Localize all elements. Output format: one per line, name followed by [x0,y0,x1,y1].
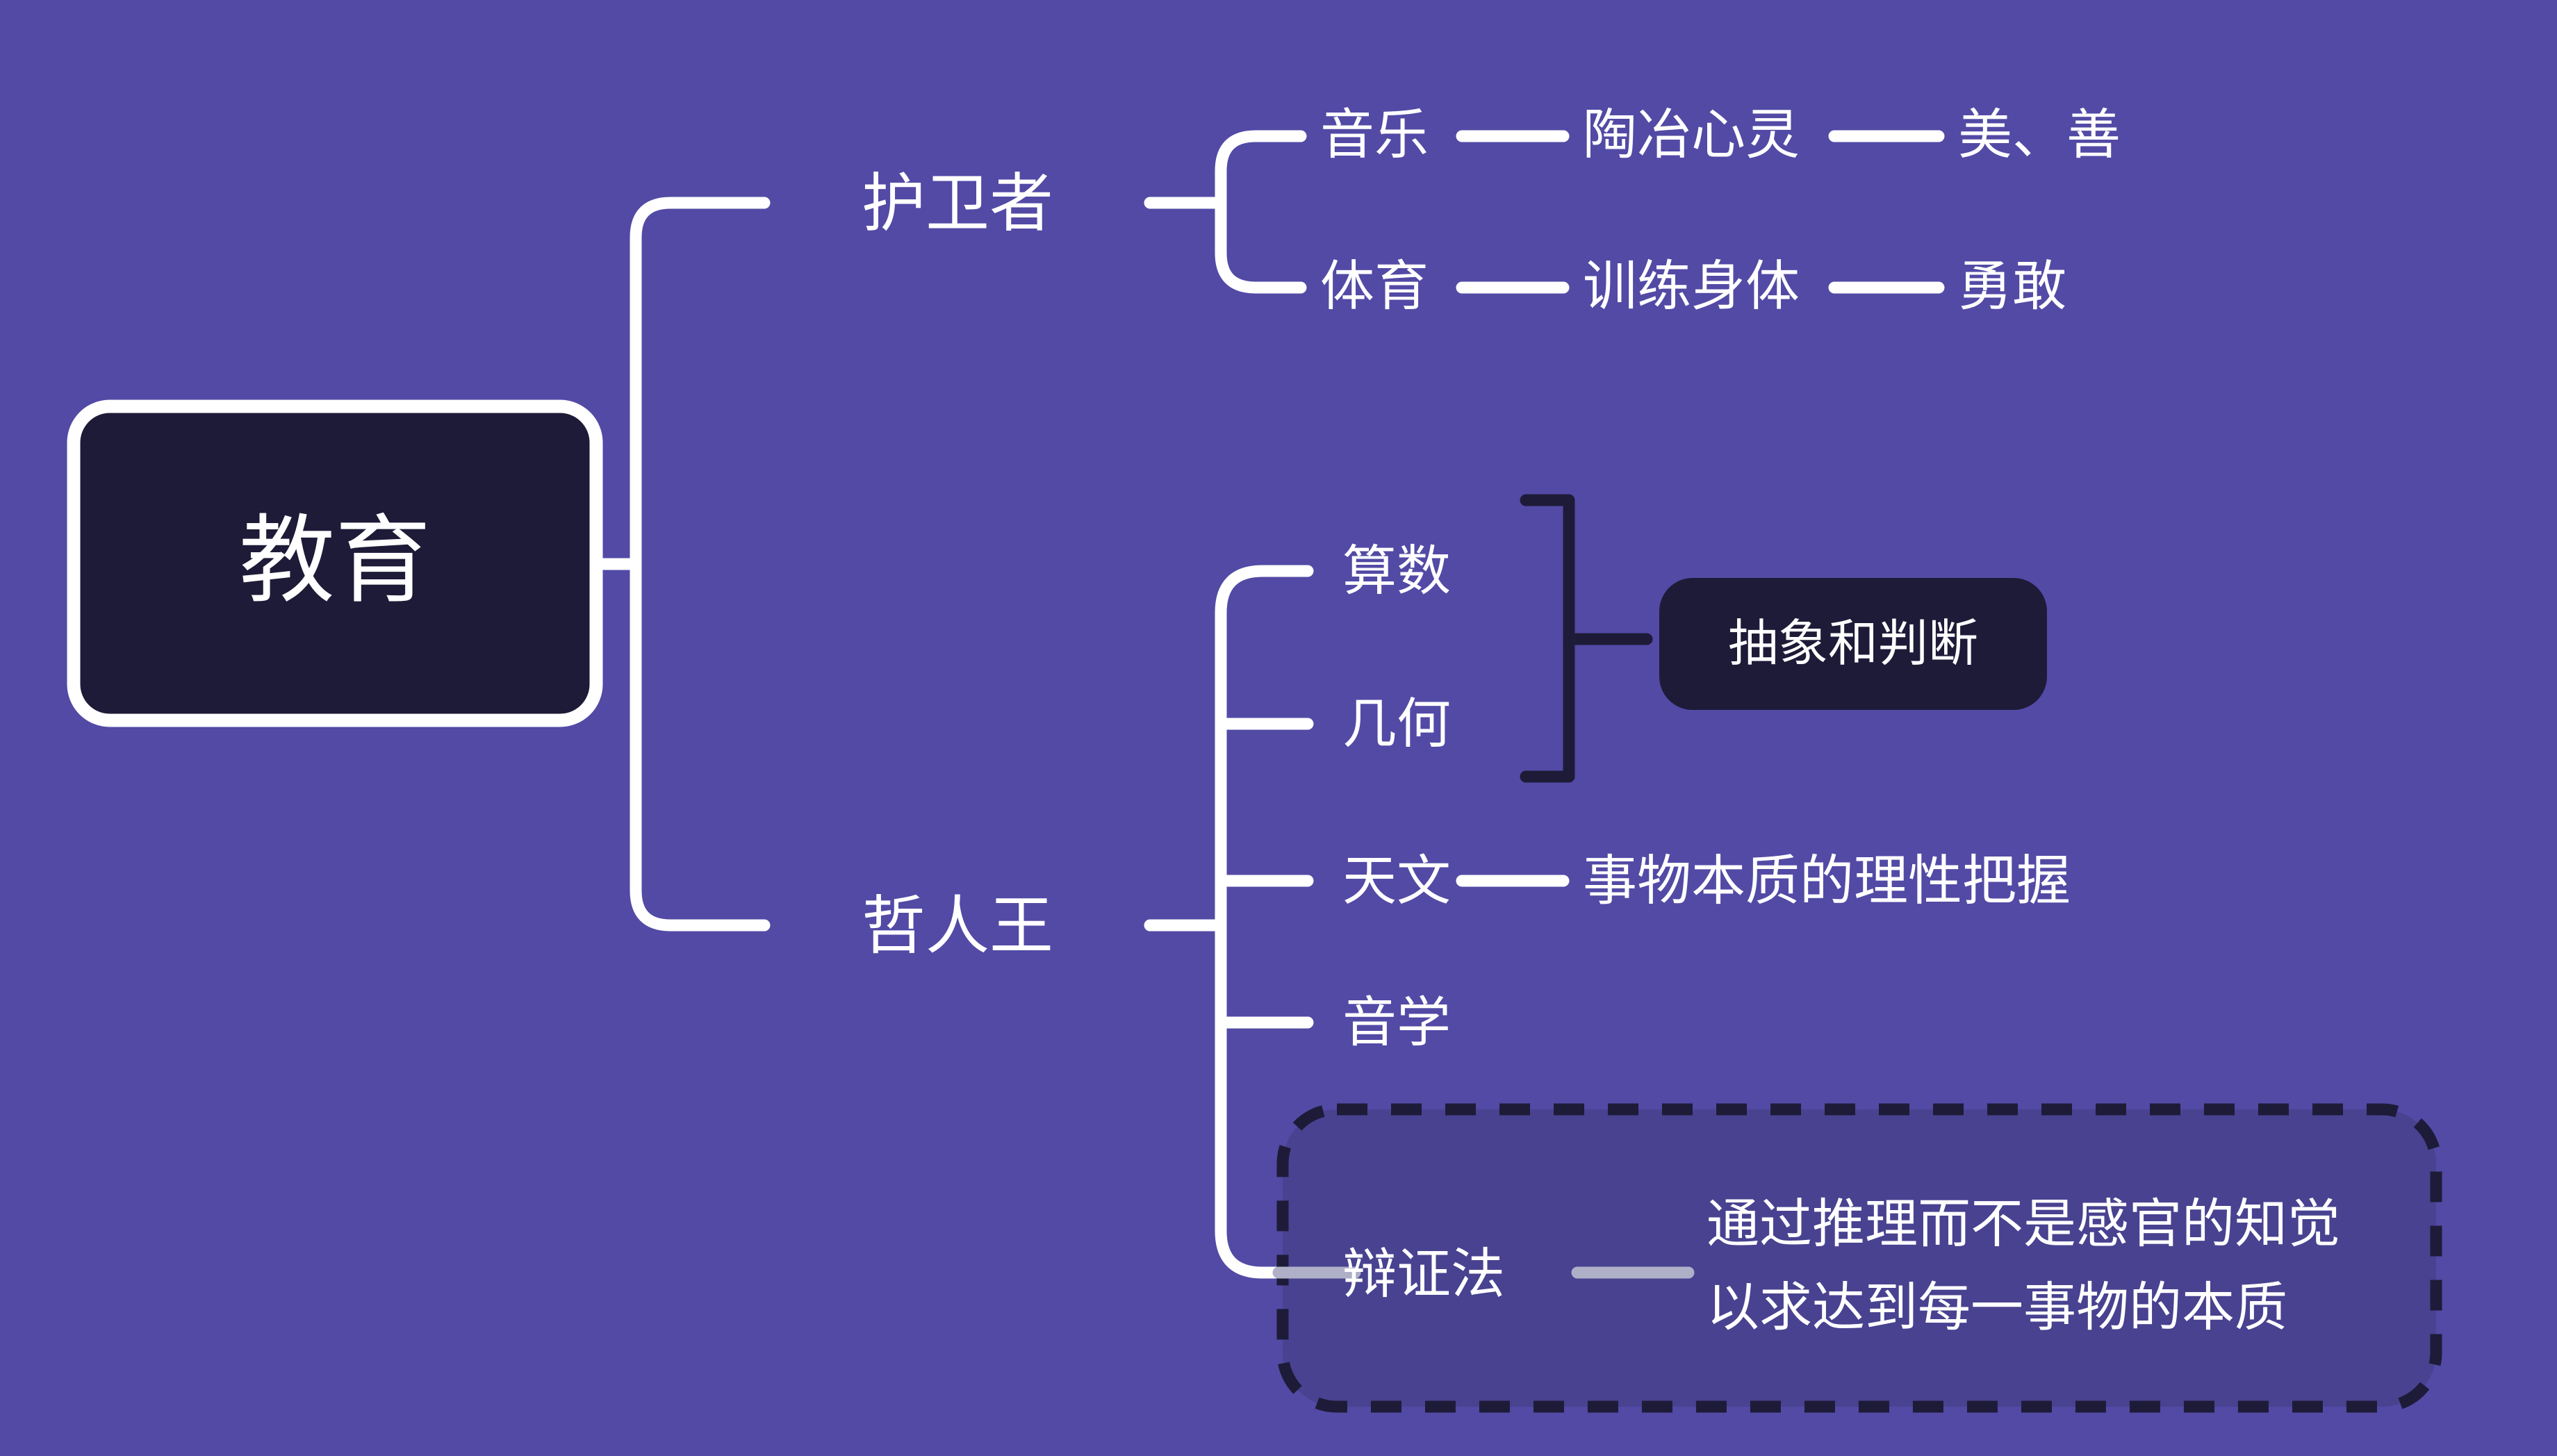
node-label-geometry: 几何 [1342,693,1451,754]
node-label-sport-virtue: 勇敢 [1958,256,2066,317]
node-label-music-effect: 陶冶心灵 [1583,104,1800,165]
node-label-sport: 体育 [1320,256,1429,317]
abstract-judgement-label: 抽象和判断 [1728,616,1978,672]
root-node-box[interactable] [67,399,603,727]
connector-guardian-fork [1215,130,1307,294]
node-label-sport-effect: 训练身体 [1583,256,1800,317]
dashed-note-line2: 以求达到每一事物的本质 [1707,1278,2287,1337]
connector-root-trunk [630,197,771,932]
grouping-bracket [1520,494,1575,783]
abstract-judgement-box[interactable] [1659,578,2047,710]
node-label-music-virtue: 美、善 [1958,104,2121,165]
node-label-music: 音乐 [1320,104,1429,165]
connector-philosopher-trunk [1215,565,1314,1279]
node-label-dialectic: 辩证法 [1342,1243,1505,1305]
node-label-arithmetic: 算数 [1342,540,1451,602]
node-label-astronomy: 天文 [1342,850,1451,911]
node-label-astronomy-effect: 事物本质的理性把握 [1583,850,2071,911]
branch-label-guardian: 护卫者 [862,168,1053,239]
dashed-note-line1: 通过推理而不是感官的知觉 [1707,1195,2340,1254]
node-label-acoustics: 音学 [1342,992,1451,1053]
branch-label-philosopher: 哲人王 [862,891,1053,961]
dashed-note-container [1276,1103,2442,1413]
root-label: 教育 [239,507,431,614]
